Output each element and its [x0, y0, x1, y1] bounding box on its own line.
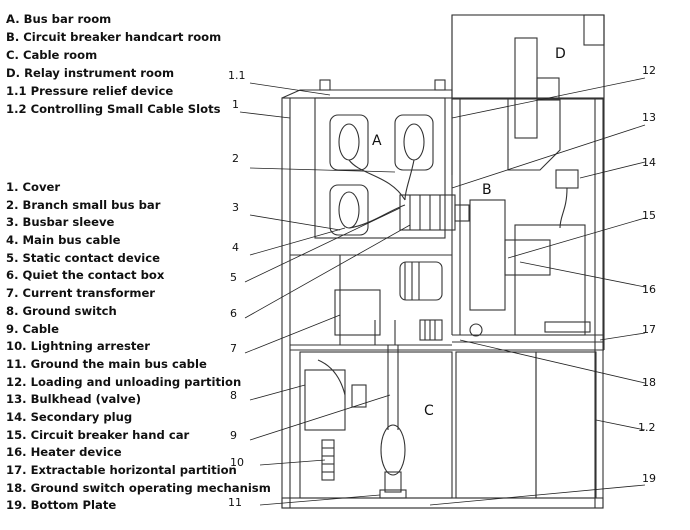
- callout-1: 1: [232, 98, 239, 111]
- room-legend-item: B. Circuit breaker handcart room: [6, 30, 222, 44]
- parts-legend: 1. Cover 2. Branch small bus bar 3. Busb…: [6, 179, 271, 515]
- callout-7: 7: [230, 342, 237, 355]
- callout-8: 8: [230, 389, 237, 402]
- callout-1-2: 1.2: [638, 421, 656, 434]
- callout-15: 15: [642, 209, 656, 222]
- parts-legend-item: 3. Busbar sleeve: [6, 215, 115, 230]
- parts-legend-item: 11. Ground the main bus cable: [6, 356, 207, 371]
- relay-instrument-room: [451, 14, 605, 100]
- room-legend-item: D. Relay instrument room: [6, 66, 175, 80]
- callout-2: 2: [232, 152, 239, 165]
- callout-1-1: 1.1: [228, 69, 246, 82]
- leader-lines: [239, 77, 646, 506]
- ground-switch-operating-mechanism: [304, 369, 346, 431]
- room-legend-item: C. Cable room: [6, 48, 98, 62]
- busbar-sleeve-upper-right: [394, 114, 434, 171]
- parts-legend-item: 19. Bottom Plate: [6, 498, 117, 513]
- ground-switch: [419, 319, 443, 341]
- pressure-relief-device: [281, 89, 453, 99]
- parts-legend-item: 14. Secondary plug: [6, 409, 133, 424]
- parts-legend-item: 13. Bulkhead (valve): [6, 392, 141, 407]
- parts-legend-item: 17. Extractable horizontal partition: [6, 463, 237, 477]
- callout-13: 13: [642, 111, 656, 124]
- callout-12: 12: [642, 64, 656, 77]
- callout-18: 18: [642, 376, 656, 389]
- static-contact-box: [399, 194, 456, 231]
- callout-3: 3: [232, 201, 239, 214]
- room-legend-item: 1.2 Controlling Small Cable Slots: [6, 102, 221, 116]
- parts-legend-item: 7. Current transformer: [6, 286, 156, 301]
- room-letter-d: D: [555, 46, 566, 62]
- callout-9: 9: [230, 429, 237, 442]
- callout-19: 19: [642, 472, 656, 485]
- room-legend-item: 1.1 Pressure relief device: [6, 84, 174, 98]
- callout-4: 4: [232, 241, 239, 254]
- callout-16: 16: [642, 283, 656, 296]
- busbar-sleeve-lower: [329, 184, 369, 236]
- branch-bus-bar: [348, 159, 406, 201]
- room-legend: A. Bus bar room B. Circuit breaker handc…: [6, 10, 221, 118]
- parts-legend-item: 2. Branch small bus bar: [6, 197, 161, 212]
- circuit-breaker-handcart: [469, 199, 506, 311]
- parts-legend-item: 10. Lightning arrester: [6, 339, 150, 354]
- bus-bar-room: [314, 97, 446, 239]
- room-letter-b: B: [482, 182, 492, 198]
- parts-legend-item: 5. Static contact device: [6, 250, 160, 265]
- callout-10: 10: [230, 456, 244, 469]
- room-letter-a: A: [372, 133, 382, 149]
- parts-legend-item: 15. Circuit breaker hand car: [6, 427, 190, 442]
- secondary-plug: [555, 169, 579, 189]
- callout-14: 14: [642, 156, 656, 169]
- callout-6: 6: [230, 307, 237, 320]
- parts-legend-item: 18. Ground switch operating mechanism: [6, 480, 271, 495]
- callout-11: 11: [228, 496, 242, 509]
- busbar-sleeve-upper-left: [329, 114, 369, 171]
- parts-legend-item: 12. Loading and unloading partition: [6, 374, 242, 389]
- parts-legend-item: 16. Heater device: [6, 445, 122, 460]
- current-transformer: [334, 289, 381, 336]
- parts-legend-item: 4. Main bus cable: [6, 233, 121, 248]
- parts-legend-item: 1. Cover: [6, 180, 61, 194]
- room-letter-c: C: [424, 403, 434, 419]
- callout-17: 17: [642, 323, 656, 336]
- parts-legend-item: 9. Cable: [6, 321, 59, 336]
- room-legend-item: A. Bus bar room: [6, 12, 112, 26]
- callout-5: 5: [230, 271, 237, 284]
- cable-room: [299, 351, 453, 499]
- parts-legend-item: 6. Quiet the contact box: [6, 268, 165, 283]
- parts-legend-item: 8. Ground switch: [6, 303, 117, 318]
